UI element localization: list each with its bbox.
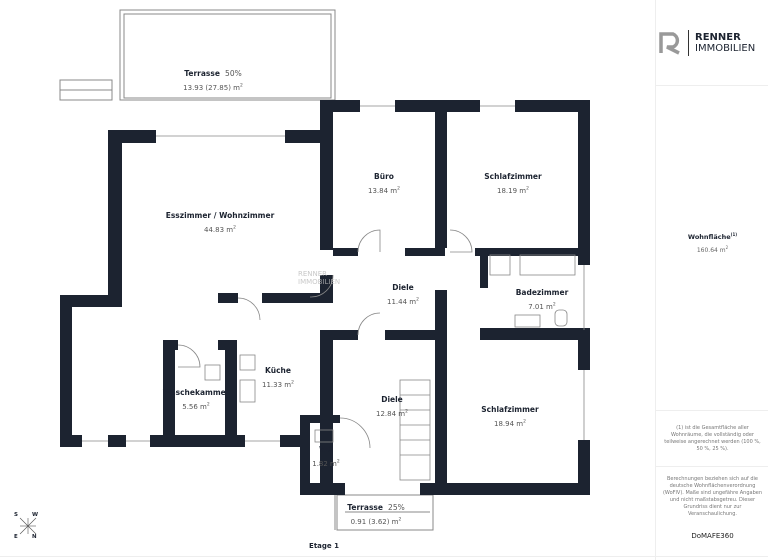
wohnflaeche: Wohnfläche(1) 160.64 m2 <box>687 232 738 255</box>
logo-r-icon <box>659 32 680 55</box>
info-panel: RENNER IMMOBILIEN Wohnfläche(1) 160.64 m… <box>655 0 768 560</box>
credit: DoMAFE360 <box>656 532 768 541</box>
brand-logo: RENNER IMMOBILIEN <box>656 0 768 86</box>
floor-plan <box>59 9 590 531</box>
fixtures-doors <box>82 105 585 481</box>
compass: S W E N <box>14 512 39 540</box>
terrace-outlines <box>59 9 434 531</box>
walls <box>60 100 590 495</box>
divider <box>0 556 768 557</box>
note-disclaimer: Berechnungen beziehen sich auf die deuts… <box>662 476 763 517</box>
room-terrasse-bottom: Terrasse 25%0.91 (3.62) m2 <box>347 503 405 526</box>
floor-label: Etage 1 <box>309 542 339 550</box>
room-terrasse-top: Terrasse 50%13.93 (27.85) m2 <box>183 69 243 92</box>
note-wohnflaeche: (1) ist die Gesamtfläche aller Wohnräume… <box>664 425 761 452</box>
